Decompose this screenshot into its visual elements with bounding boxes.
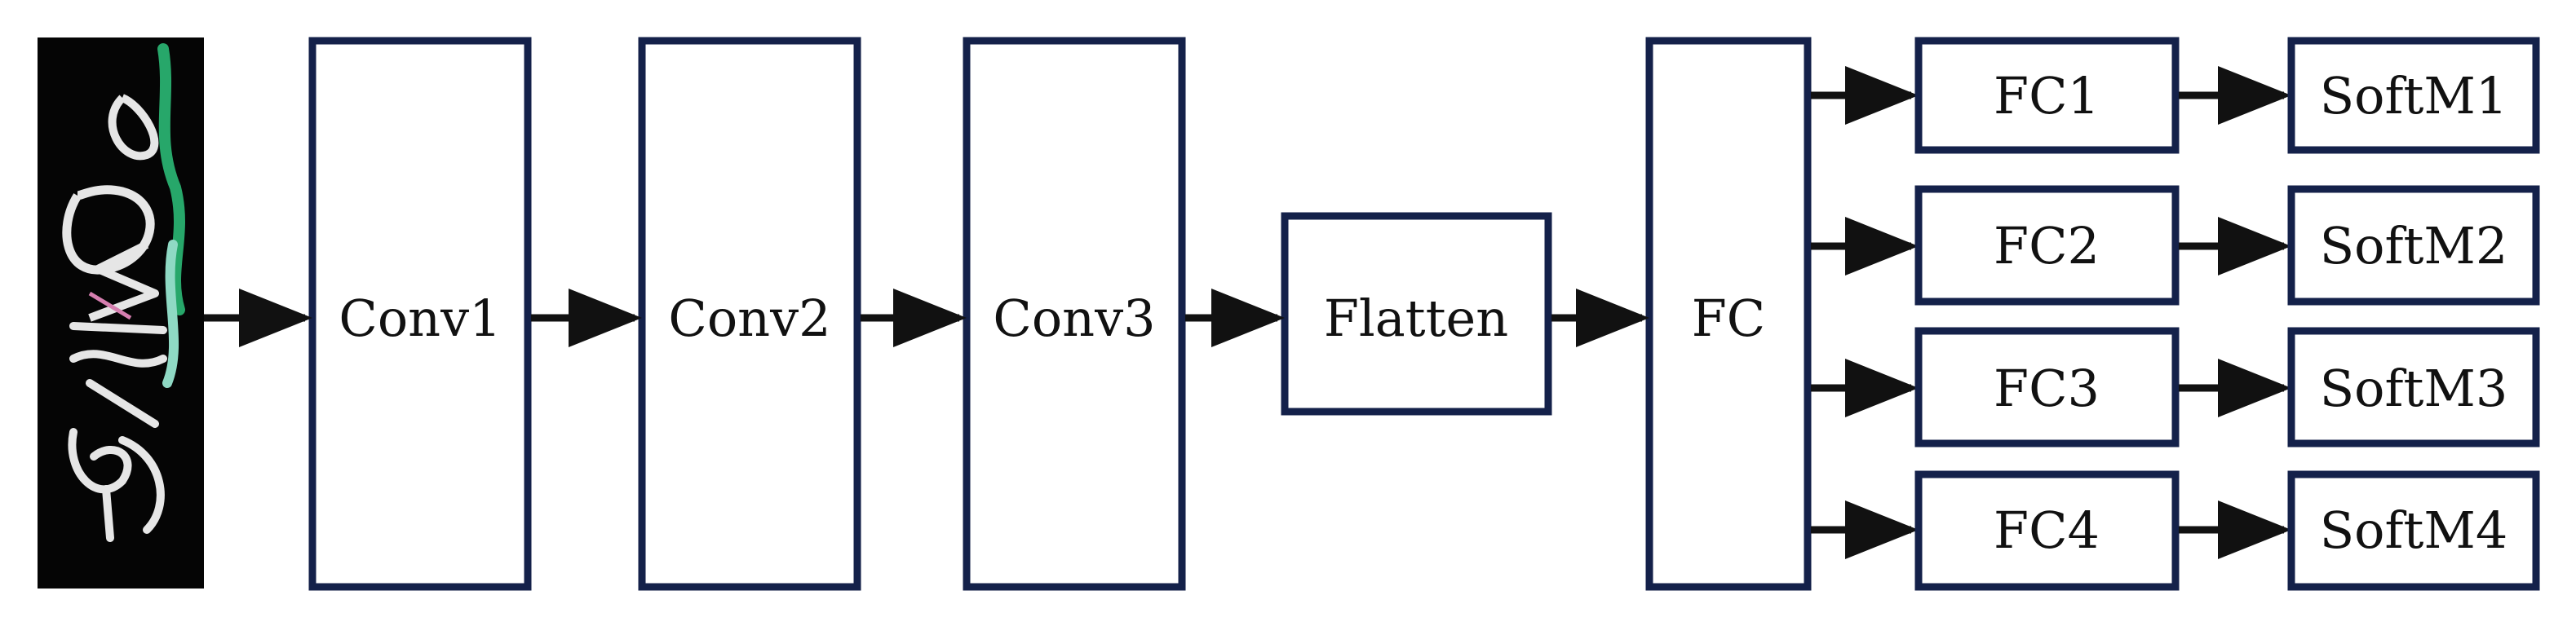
fc1-box [1914,37,2180,154]
flatten-label: Flatten [1324,289,1508,348]
conv3-label: Conv3 [993,289,1155,348]
captcha-stroke [69,322,167,428]
head-3: FC3 SoftM3 [1811,327,2540,447]
captcha-stroke [157,43,185,315]
softm4-label: SoftM4 [2320,500,2508,560]
softm2-box [2287,185,2540,306]
conv2-box [638,37,861,591]
main-layers: Conv1 Conv2 Conv3 Flatten FC [308,37,1812,591]
fc4-box [1914,470,2180,591]
softm1-box [2287,37,2540,154]
softm4-box [2287,470,2540,591]
fc4-label: FC4 [1994,500,2100,560]
conv3-box [963,37,1186,591]
conv2-label: Conv2 [668,289,830,348]
fc2-box [1914,185,2180,306]
fc-label: FC [1692,289,1765,348]
fc1-label: FC1 [1994,66,2100,126]
flatten-box [1281,212,1552,416]
fc3-box [1914,327,2180,447]
softm2-label: SoftM2 [2320,216,2508,276]
fc-box [1645,37,1812,591]
fc3-label: FC3 [1994,359,2100,418]
captcha-stroke [88,291,132,320]
output-heads: FC1 SoftM1 FC2 SoftM2 FC3 SoftM3 FC4 [1811,37,2540,591]
captcha-stroke [162,240,179,388]
softm1-label: SoftM1 [2320,66,2508,126]
fc2-label: FC2 [1994,216,2100,276]
head-4: FC4 SoftM4 [1811,470,2540,591]
conv1-box [308,37,532,591]
head-2: FC2 SoftM2 [1811,185,2540,306]
conv1-label: Conv1 [339,289,501,348]
captcha-stroke [108,94,159,161]
softm3-box [2287,327,2540,447]
captcha-image [38,37,204,589]
captcha-stroke [88,240,159,322]
captcha-stroke [68,428,165,542]
head-1: FC1 SoftM1 [1811,37,2540,154]
softm3-label: SoftM3 [2320,359,2508,418]
